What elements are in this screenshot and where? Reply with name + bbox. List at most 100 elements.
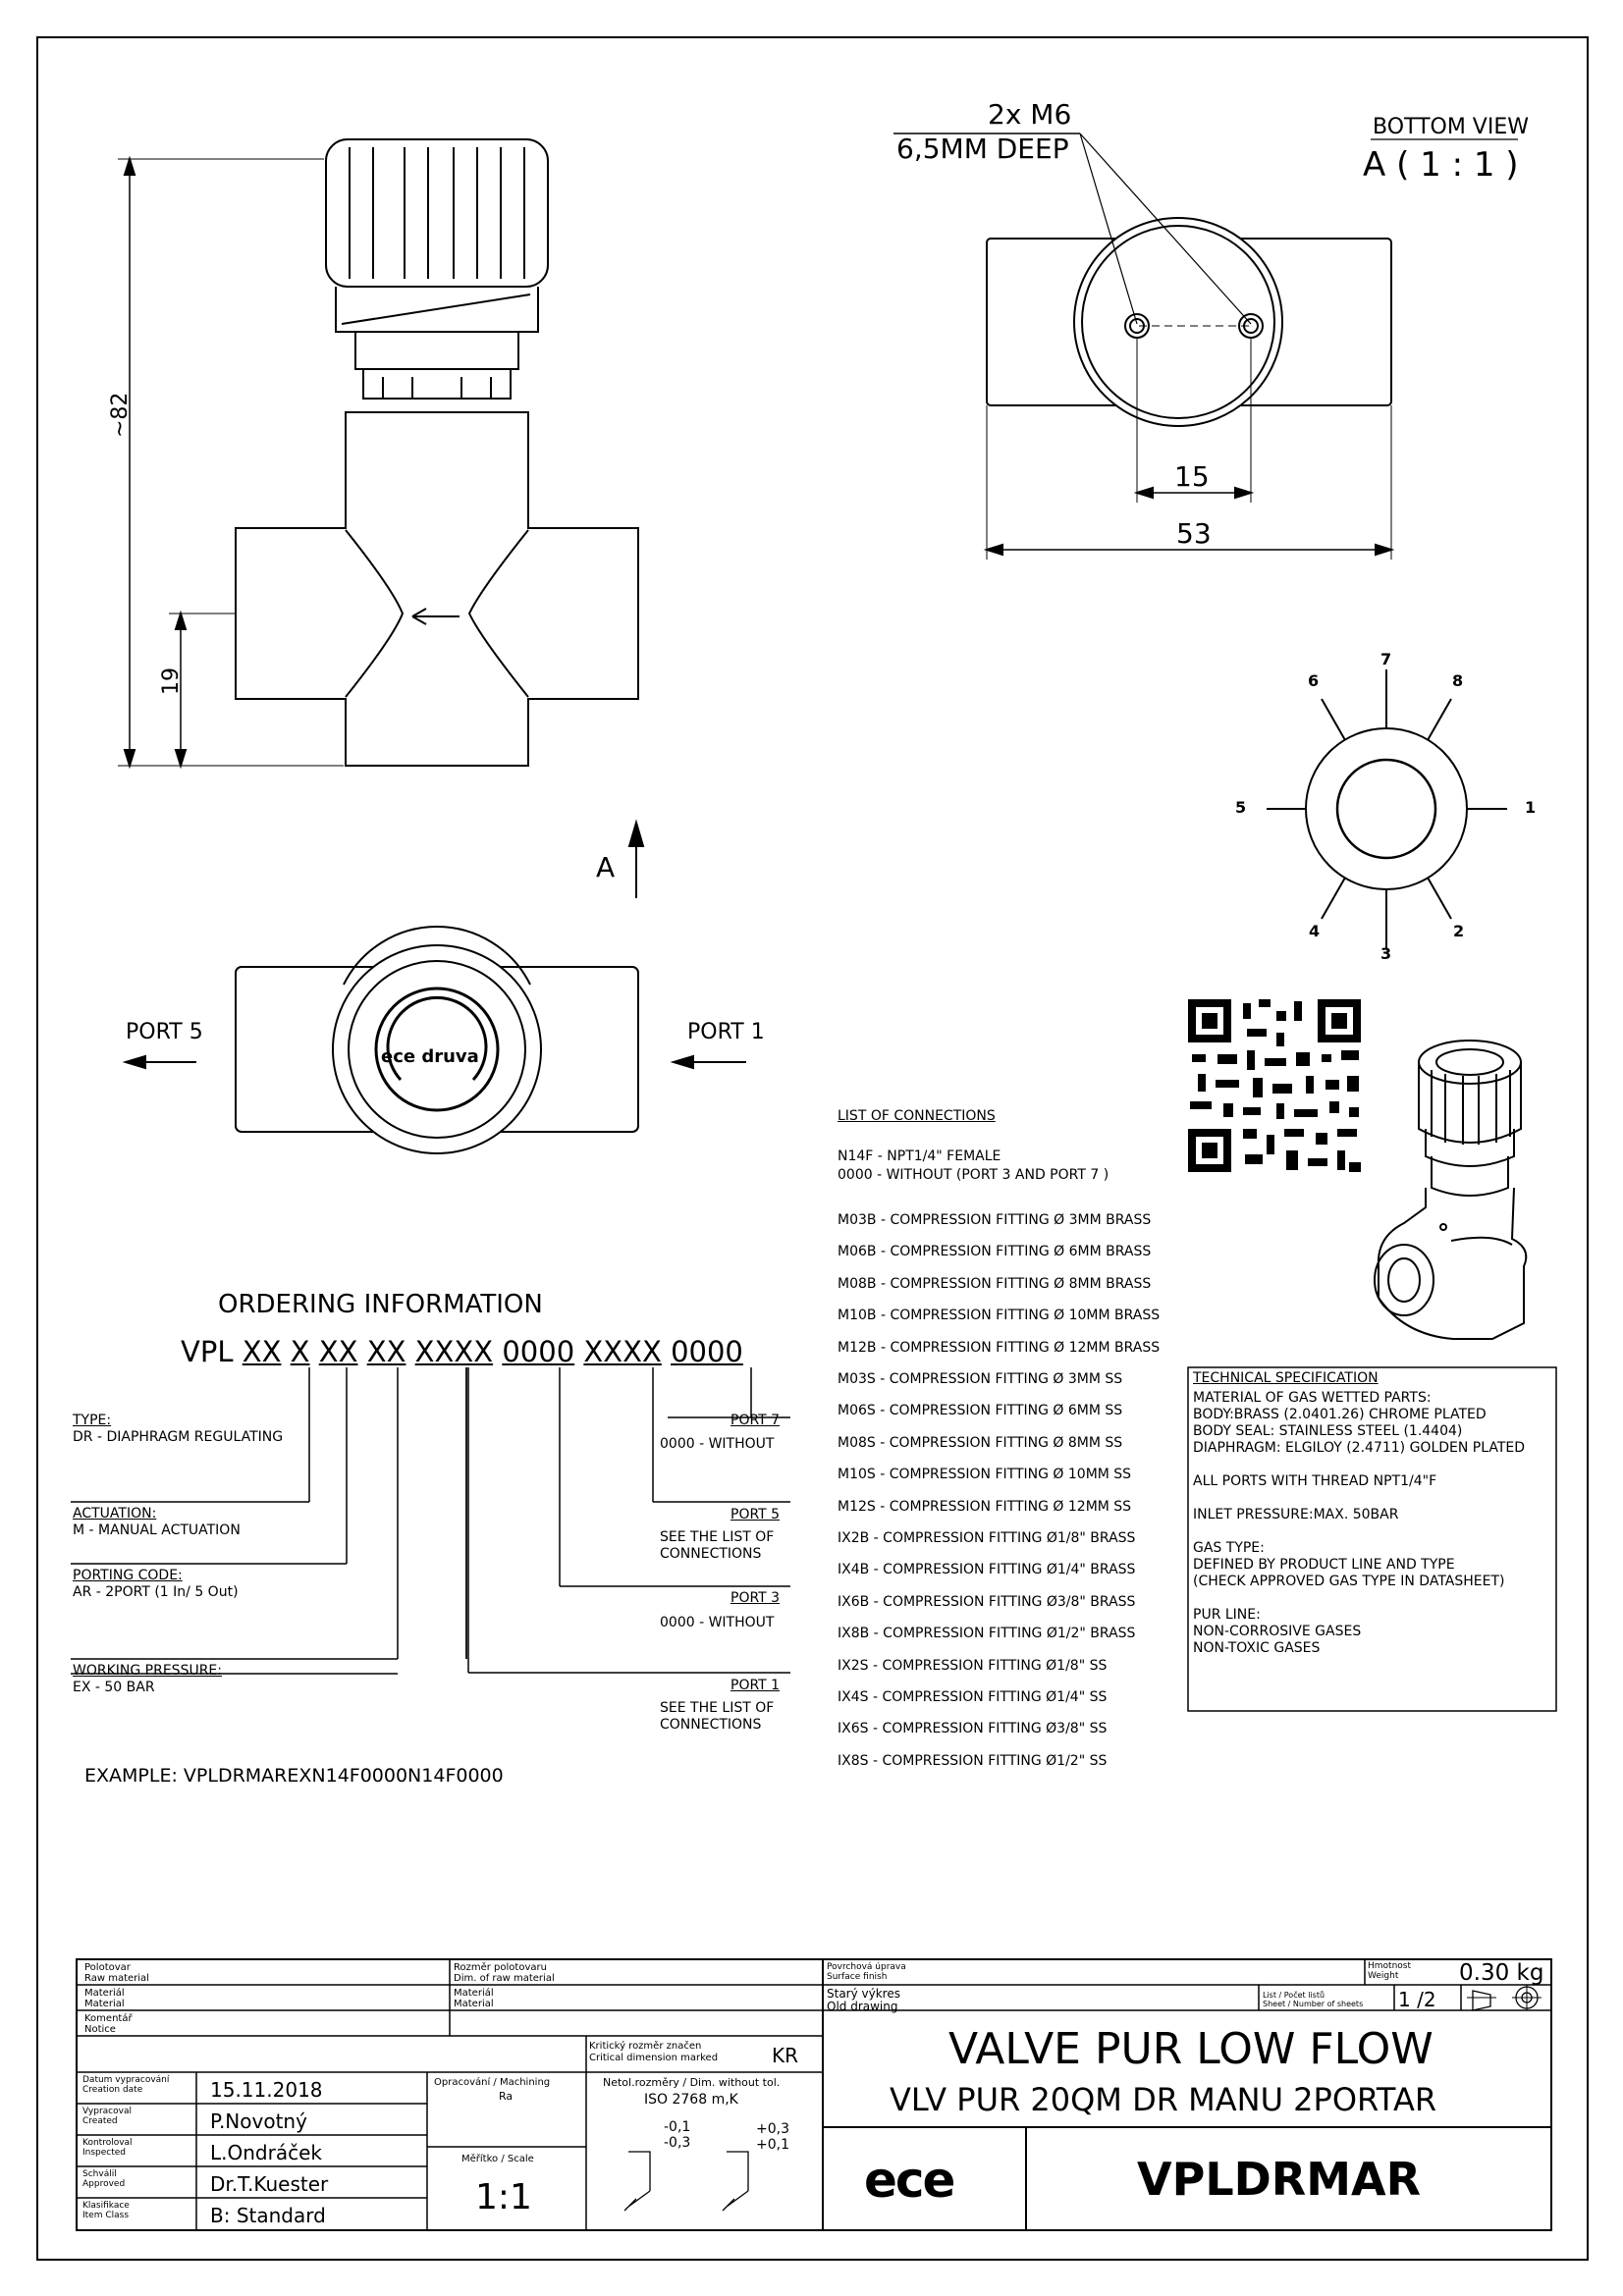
tb-inspected: L.Ondráček xyxy=(210,2141,322,2164)
code-porting: XX xyxy=(318,1335,358,1368)
tb-material2-en: Material xyxy=(454,1999,494,2009)
connection-item: IX2B - COMPRESSION FITTING Ø1/8" BRASS xyxy=(838,1530,1136,1546)
tb-created-en: Created xyxy=(82,2116,118,2126)
code-actuation: X xyxy=(290,1335,310,1368)
port-num-2: 2 xyxy=(1453,922,1465,940)
tech-spec-line xyxy=(1193,1523,1525,1540)
order-port7-l1: 0000 - WITHOUT xyxy=(660,1436,775,1452)
bottom-view-title: BOTTOM VIEW xyxy=(1373,115,1529,139)
order-pressure-desc: EX - 50 BAR xyxy=(73,1680,155,1695)
connection-item: IX8B - COMPRESSION FITTING Ø1/2" BRASS xyxy=(838,1626,1136,1642)
order-type-desc: DR - DIAPHRAGM REGULATING xyxy=(73,1429,284,1445)
code-port7: 0000 xyxy=(671,1335,743,1368)
tb-title-2: VLV PUR 20QM DR MANU 2PORTAR xyxy=(890,2081,1437,2118)
tb-machining: Ra xyxy=(499,2090,514,2103)
bottom-view-scale: A ( 1 : 1 ) xyxy=(1363,145,1519,185)
tech-spec-line: DIAPHRAGM: ELGILOY (2.4711) GOLDEN PLATE… xyxy=(1193,1440,1526,1456)
tb-class-en: Item Class xyxy=(82,2211,130,2220)
tb-created-cz: Vypracoval xyxy=(82,2107,132,2116)
tb-machining-lab: Opracování / Machining xyxy=(434,2077,551,2088)
order-actuation-title: ACTUATION: xyxy=(73,1506,157,1522)
ordering-leaders xyxy=(71,1367,790,1675)
tb-notice-cz: Komentář xyxy=(84,2013,133,2024)
tb-inspected-en: Inspected xyxy=(82,2148,127,2158)
order-port1-title: PORT 1 xyxy=(730,1678,781,1693)
connection-item: IX2S - COMPRESSION FITTING Ø1/8" SS xyxy=(838,1657,1108,1674)
port-num-8: 8 xyxy=(1452,671,1464,690)
tb-raw-material-cz: Polotovar xyxy=(84,1962,131,1973)
order-port3-l1: 0000 - WITHOUT xyxy=(660,1615,775,1630)
tb-old-en: Old drawing xyxy=(827,2000,898,2013)
dim-hole-spacing: 15 xyxy=(1174,460,1210,493)
qr-code xyxy=(1188,999,1361,1172)
port-num-4: 4 xyxy=(1309,922,1321,940)
port-left-label: PORT 5 xyxy=(126,1020,203,1044)
order-port5-l2: CONNECTIONS xyxy=(660,1546,762,1562)
port-num-6: 6 xyxy=(1308,671,1320,690)
tb-material2-cz: Materiál xyxy=(454,1988,494,1999)
tb-tol-b2: +0,1 xyxy=(756,2137,789,2153)
tb-weight: 0.30 kg xyxy=(1459,1960,1544,1986)
tb-scale-lab: Měřítko / Scale xyxy=(461,2154,534,2164)
tb-created: P.Novotný xyxy=(210,2109,307,2133)
port-diagram xyxy=(1267,669,1507,948)
tech-spec-line: PUR LINE: xyxy=(1193,1607,1261,1623)
knob-logo: ece druva xyxy=(381,1046,479,1067)
tb-approved-cz: Schválil xyxy=(82,2169,117,2179)
tb-material-cz: Materiál xyxy=(84,1988,125,1999)
tech-spec-line xyxy=(1193,1490,1525,1507)
tech-spec-line: BODY SEAL: STAINLESS STEEL (1.4404) xyxy=(1193,1423,1463,1439)
connections-intro-2: 0000 - WITHOUT (PORT 3 AND PORT 7 ) xyxy=(838,1167,1109,1183)
tb-sheet-en: Sheet / Number of sheets xyxy=(1263,2000,1364,2008)
order-port1-l2: CONNECTIONS xyxy=(660,1717,762,1733)
tech-spec-line: (CHECK APPROVED GAS TYPE IN DATASHEET) xyxy=(1193,1574,1505,1589)
front-view xyxy=(118,138,639,770)
order-type-title: TYPE: xyxy=(73,1413,112,1428)
tb-creation-date-en: Creation date xyxy=(82,2085,143,2095)
tb-weight-en: Weight xyxy=(1368,1971,1399,1981)
tb-critical-cz: Kritický rozměr značen xyxy=(589,2041,702,2052)
connection-item: M06B - COMPRESSION FITTING Ø 6MM BRASS xyxy=(838,1244,1152,1260)
connection-item: IX4S - COMPRESSION FITTING Ø1/4" SS xyxy=(838,1689,1108,1705)
tb-sheet-cz: List / Počet listů xyxy=(1263,1991,1325,2000)
order-pressure-title: WORKING PRESSURE: xyxy=(73,1663,222,1679)
dim-height: ~82 xyxy=(108,392,133,438)
tech-spec-line: BODY:BRASS (2.0401.26) CHROME PLATED xyxy=(1193,1407,1487,1422)
order-port3-title: PORT 3 xyxy=(730,1590,781,1606)
ordering-prefix: VPL xyxy=(181,1335,234,1368)
tech-spec-line: NON-CORROSIVE GASES xyxy=(1193,1624,1362,1639)
tb-scale: 1:1 xyxy=(475,2177,532,2217)
tb-part-number: VPLDRMAR xyxy=(1137,2153,1422,2206)
tech-spec-lines: MATERIAL OF GAS WETTED PARTS:BODY:BRASS … xyxy=(1193,1390,1525,1657)
tb-tolerance-lab: Netol.rozměry / Dim. without tol. xyxy=(603,2076,781,2089)
tb-surface-en: Surface finish xyxy=(827,1972,888,1982)
order-porting-desc: AR - 2PORT (1 In/ 5 Out) xyxy=(73,1584,239,1600)
tech-spec-line xyxy=(1193,1590,1525,1607)
order-port5-l1: SEE THE LIST OF xyxy=(660,1529,775,1545)
tb-dim-raw-cz: Rozměr polotovaru xyxy=(454,1962,547,1973)
code-pressure: XX xyxy=(366,1335,406,1368)
connection-item: M08S - COMPRESSION FITTING Ø 8MM SS xyxy=(838,1434,1123,1451)
ordering-example: EXAMPLE: VPLDRMAREXN14F0000N14F0000 xyxy=(84,1765,504,1787)
order-port5-title: PORT 5 xyxy=(730,1507,781,1522)
tb-surface-cz: Povrchová úprava xyxy=(827,1962,906,1972)
code-type: XX xyxy=(242,1335,282,1368)
connection-item: IX6B - COMPRESSION FITTING Ø3/8" BRASS xyxy=(838,1593,1136,1610)
tech-spec-line: GAS TYPE: xyxy=(1193,1540,1265,1556)
tb-critical-mark: KR xyxy=(772,2044,799,2067)
port-num-5: 5 xyxy=(1235,798,1247,817)
tb-class-cz: Klasifikace xyxy=(82,2201,130,2211)
tech-spec-box xyxy=(1187,1366,1557,1712)
tb-raw-material-en: Raw material xyxy=(84,1973,149,1984)
code-port1: XXXX xyxy=(414,1335,494,1368)
code-port5: XXXX xyxy=(583,1335,662,1368)
tb-tol-a1: -0,1 xyxy=(664,2119,691,2135)
tb-creation-date: 15.11.2018 xyxy=(210,2078,323,2102)
tb-approved-en: Approved xyxy=(82,2179,126,2189)
connection-item: M12B - COMPRESSION FITTING Ø 12MM BRASS xyxy=(838,1339,1161,1356)
tb-critical-en: Critical dimension marked xyxy=(589,2053,719,2063)
view-marker-arrow xyxy=(627,819,645,898)
tb-sheet: 1 /2 xyxy=(1398,1988,1436,2011)
view-marker-label: A xyxy=(596,851,616,883)
